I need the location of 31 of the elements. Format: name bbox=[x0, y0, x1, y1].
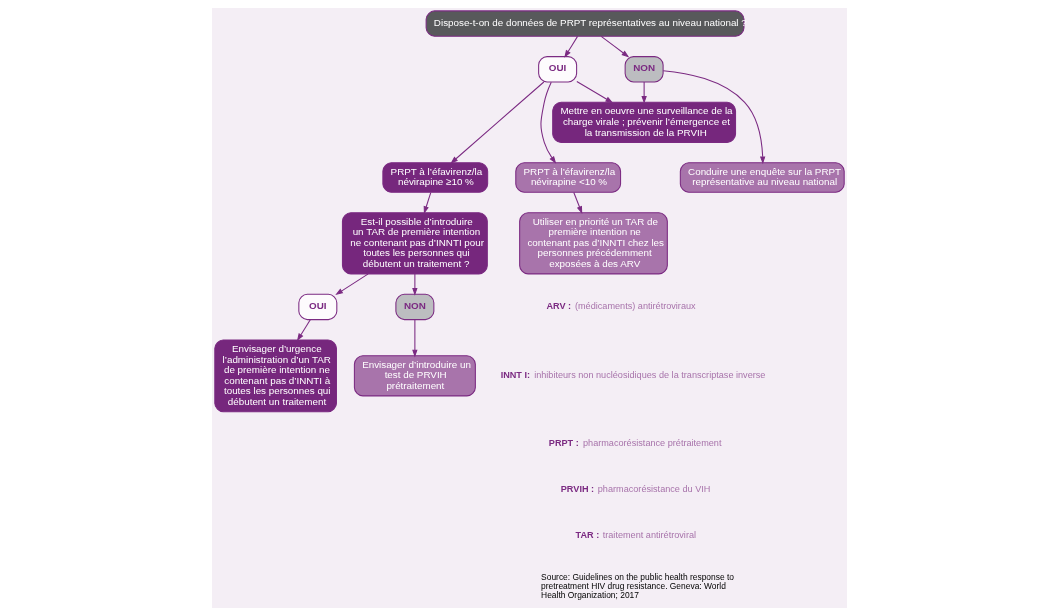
arrow bbox=[335, 273, 369, 296]
node-box: PRPT à l’éfavirenz/la névirapine ≥10 % bbox=[382, 162, 489, 193]
arrow bbox=[412, 273, 418, 296]
node-box: Mettre en oeuvre une surveillance de la charge virale ; prévenir l’émergence et la transmission de la PRVIH bbox=[552, 101, 737, 143]
node-box: NON bbox=[624, 56, 664, 83]
node-box: PRPT à l’éfavirenz/la névirapine <10 % bbox=[515, 162, 622, 193]
arrow bbox=[540, 81, 557, 164]
arrow bbox=[412, 319, 418, 358]
label: ARV : (médicaments) antirétroviraux bbox=[546, 300, 696, 311]
arrow bbox=[576, 80, 614, 104]
node-box: OUI bbox=[538, 56, 578, 83]
label: TAR : traitement antirétroviral bbox=[575, 529, 697, 540]
arrow bbox=[662, 70, 766, 165]
arrow bbox=[641, 81, 647, 104]
node-box: Envisager d’introduire un test de PRVIH prétraitement bbox=[353, 355, 476, 397]
label: INNT I: inhibiteurs non nucléosidiques de la transcriptase inverse bbox=[500, 369, 766, 380]
node-box: Utiliser en priorité un TAR de première intention ne contenant pas d’INNTI chez les personnes précédemment exposées à des ARV bbox=[519, 212, 668, 275]
arrow bbox=[564, 35, 579, 58]
label: PRPT : pharmacorésistance prétraitement bbox=[548, 438, 722, 449]
arrow bbox=[600, 35, 630, 58]
node-box: OUI bbox=[298, 293, 338, 321]
arrow bbox=[573, 192, 583, 215]
node-box: Envisager d’urgence l’administration d’un TAR de première intention ne contenant pas d’INNTI à toutes les personnes qui débutent un traitement bbox=[214, 339, 337, 413]
arrow bbox=[423, 192, 432, 215]
label: Source: Guidelines on the public health response to pretreatment HIV drug resistance. Geneva: World Health Organization; 2017 bbox=[541, 572, 735, 601]
arrow bbox=[296, 319, 311, 342]
arrow bbox=[450, 81, 545, 164]
node-box: Est-il possible d’introduire un TAR de première intention ne contenant pas d’INNTI pour toutes les personnes qui débutent un traitement ? bbox=[341, 212, 488, 275]
node-box: Conduire une enquête sur la PRPT représentative au niveau national bbox=[679, 162, 845, 193]
node-box: NON bbox=[395, 293, 435, 321]
label: PRVIH : pharmacorésistance du VIH bbox=[560, 484, 711, 495]
